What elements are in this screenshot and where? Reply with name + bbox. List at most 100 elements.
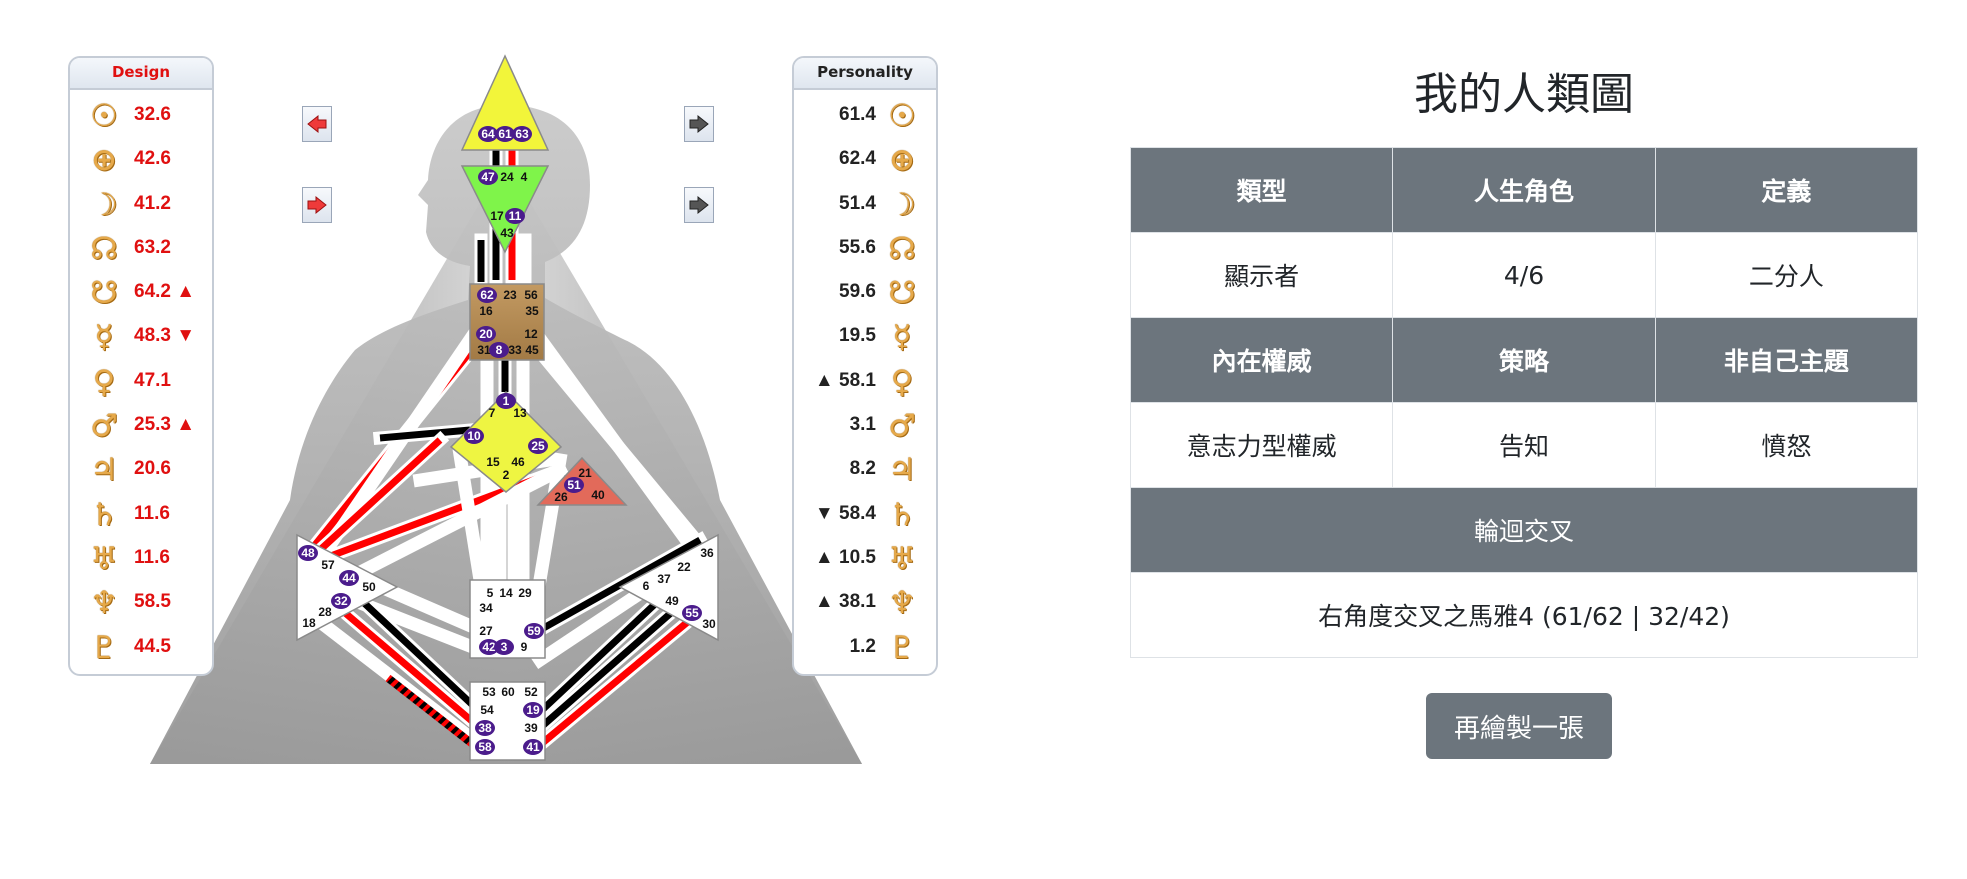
gate-active-marker [505, 208, 525, 224]
uranus-icon: ♅ [90, 540, 118, 577]
incarnation-cross-value: 右角度交叉之馬雅4 (61/62 | 32/42) [1130, 572, 1918, 658]
gate-number: 61 [498, 127, 512, 141]
gate-number: 26 [554, 490, 568, 504]
venus-icon: ♀ [92, 363, 116, 400]
gate-number: 29 [518, 586, 532, 600]
planet-row: ♄11.6 [70, 493, 212, 537]
mercury-icon: ☿ [94, 319, 114, 356]
planet-row: ☽41.2 [70, 183, 212, 227]
earth-icon: ⊕ [889, 142, 915, 179]
personality-planet-list: ☉61.4⊕62.4☽51.4☊55.6☋59.6☿19.5♀▲ 58.1♂3.… [794, 90, 936, 670]
channel-fill [342, 582, 483, 715]
channel-fill [317, 437, 443, 553]
prev-personality-button[interactable] [684, 106, 714, 142]
gate-number: 23 [503, 288, 517, 302]
gate-number: 58 [478, 740, 492, 754]
personality-panel-title: Personality [794, 58, 936, 90]
authority-value: 意志力型權威 [1129, 402, 1394, 488]
saturn-icon: ♄ [90, 496, 118, 533]
mercury-icon: ☿ [892, 319, 912, 356]
gate-number: 34 [479, 601, 493, 615]
gate-active-marker [339, 570, 359, 586]
arrow-right-icon [307, 195, 327, 215]
planet-value: 61.4 [839, 104, 876, 125]
pluto-icon: ♇ [888, 629, 916, 666]
planet-value: 62.4 [839, 148, 876, 170]
chart-summary-table: 類型 人生角色 定義 顯示者 4/6 二分人 內在權威 策略 非自己主題 意志力… [1129, 147, 1919, 658]
strategy-header: 策略 [1392, 317, 1656, 403]
gate-active-marker [475, 739, 495, 755]
authority-header: 內在權威 [1129, 317, 1394, 403]
gate-number: 45 [525, 343, 539, 357]
planet-row: ♂25.3 ▲ [70, 404, 212, 448]
planet-value: ▲ 38.1 [814, 591, 876, 613]
venus-icon: ♀ [890, 363, 914, 400]
planet-value: 25.3 ▲ [134, 414, 196, 436]
gate-active-marker [494, 639, 514, 655]
planet-value: 41.2 [134, 192, 171, 214]
gate-active-marker [479, 639, 499, 655]
gate-number: 38 [478, 721, 492, 735]
planet-value: 55.6 [839, 236, 876, 258]
gate-number: 63 [515, 127, 529, 141]
planet-row: ☊63.2 [70, 227, 212, 271]
not-self-value: 憤怒 [1654, 402, 1919, 488]
planet-row: ⊕ 62.4 [794, 138, 936, 182]
type-header: 類型 [1129, 147, 1394, 233]
planet-row: ♇ 44.5 [70, 626, 212, 670]
pluto-icon: ♇ [90, 629, 118, 666]
gate-number: 41 [526, 740, 540, 754]
moon-icon: ☽ [888, 186, 916, 223]
gate-number: 36 [700, 546, 714, 560]
planet-row: ☊ 55.6 [794, 227, 936, 271]
gate-number: 52 [524, 685, 538, 699]
gate-number: 30 [702, 617, 716, 631]
next-personality-button[interactable] [684, 187, 714, 223]
gate-number: 60 [501, 685, 515, 699]
arrow-left-icon [307, 114, 327, 134]
planet-row: ♆58.5 [70, 581, 212, 625]
gate-number: 49 [665, 594, 679, 608]
gate-number: 9 [521, 640, 528, 654]
gate-number: 33 [508, 343, 522, 357]
channel-fill [537, 587, 673, 715]
planet-row: ♀47.1 [70, 360, 212, 404]
planet-row: ♃8.2 [794, 448, 936, 492]
gate-number: 17 [490, 209, 504, 223]
planet-value: 32.6 [134, 104, 171, 125]
gate-number: 40 [591, 488, 605, 502]
profile-value: 4/6 [1392, 232, 1656, 318]
center-head [460, 54, 550, 151]
table-header-row: 輪迴交叉 [1130, 487, 1918, 573]
gate-number: 19 [526, 703, 540, 717]
table-row: 意志力型權威 告知 憤怒 [1129, 402, 1919, 488]
gate-number: 18 [302, 616, 316, 630]
gate-number: 43 [500, 226, 514, 240]
channel-fill [327, 597, 483, 731]
gate-number: 22 [677, 560, 691, 574]
gate-number: 5 [487, 586, 494, 600]
planet-value: 44.5 [134, 635, 171, 657]
gate-active-marker [523, 739, 543, 755]
planet-value: 8.2 [849, 458, 876, 480]
redraw-button[interactable]: 再繪製一張 [1426, 693, 1612, 759]
gate-number: 50 [362, 580, 376, 594]
planet-row: ♅▲ 10.5 [794, 537, 936, 581]
mars-icon: ♂ [888, 408, 916, 445]
planet-value: 58.5 [134, 591, 171, 613]
channel-outline [520, 315, 700, 555]
channel-outline [336, 461, 569, 589]
profile-header: 人生角色 [1392, 147, 1656, 233]
next-design-button[interactable] [302, 187, 332, 223]
gate-number: 16 [479, 304, 493, 318]
prev-design-button[interactable] [302, 106, 332, 142]
gate-active-marker [528, 438, 548, 454]
north-node-icon: ☊ [888, 230, 916, 267]
gate-number: 55 [685, 606, 699, 620]
planet-value: 3.1 [849, 414, 876, 436]
sun-icon: ☉ [90, 98, 118, 134]
gate-number: 7 [489, 406, 496, 420]
planet-row: ♄▼ 58.4 [794, 493, 936, 537]
